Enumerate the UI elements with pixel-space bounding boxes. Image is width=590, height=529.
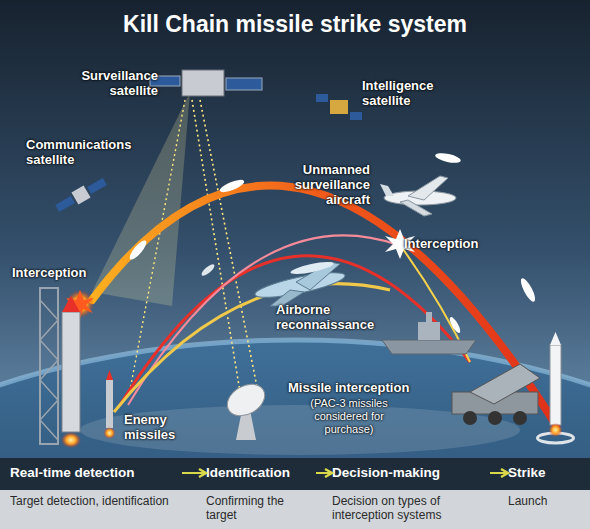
callout-label: Interception <box>12 265 104 280</box>
stage-arrow <box>490 472 508 474</box>
callout-label: Surveillance satellite <box>58 68 158 98</box>
ship-bridge <box>418 322 440 340</box>
stage-arrow <box>182 472 206 474</box>
missile-flame <box>549 423 563 437</box>
solar-panel <box>55 196 75 212</box>
wheel <box>513 411 527 425</box>
missile <box>127 238 149 262</box>
callout-label: Unmanned surveillance aircraft <box>266 162 370 207</box>
stage-description: Decision on types of interception system… <box>332 494 490 522</box>
data-link <box>200 100 258 392</box>
stage-box: Decision-makingDecision on types of inte… <box>332 458 490 529</box>
rocket <box>62 312 80 432</box>
stage-description: Target detection, identification <box>10 494 182 508</box>
strike-trajectory <box>92 186 556 425</box>
missile-flame <box>104 427 116 439</box>
stage-heading: Decision-making <box>332 464 440 482</box>
callout-label: Missile interception <box>288 380 438 395</box>
solar-panel <box>316 94 328 102</box>
solar-panel <box>87 178 107 194</box>
missile <box>218 177 245 194</box>
earth <box>0 340 590 529</box>
stage-box: IdentificationConfirming the target <box>206 458 316 529</box>
radar-dish <box>222 378 271 422</box>
stage-arrow <box>316 472 332 474</box>
solar-panel <box>350 112 362 120</box>
ship-mast <box>426 312 432 322</box>
callout-label: Enemy missiles <box>124 412 196 442</box>
solar-panel <box>226 78 262 90</box>
launch-tower <box>40 288 58 444</box>
enemy-missile <box>106 380 113 428</box>
tower-lattice <box>40 300 58 440</box>
radar-dome <box>290 260 335 277</box>
enemy-trajectory <box>120 256 470 405</box>
stage-box: Real-time detectionTarget detection, ide… <box>10 458 182 529</box>
callout-label: Intelligence satellite <box>362 78 462 108</box>
missile-nose <box>106 370 113 380</box>
horizon-glow <box>0 340 590 529</box>
drone-wing <box>400 200 432 216</box>
missile <box>518 277 537 304</box>
stage-heading: Identification <box>206 464 290 482</box>
wheel <box>488 411 502 425</box>
rocket-nose <box>62 296 80 312</box>
stage-description: Launch <box>508 494 586 508</box>
title: Kill Chain missile strike system <box>0 10 590 38</box>
ship <box>382 340 476 354</box>
callout-label: (PAC-3 missiles considered for purchase) <box>290 397 408 436</box>
description-band <box>0 490 590 529</box>
callout-label: Interception <box>404 236 496 251</box>
data-link <box>192 100 240 392</box>
missile <box>200 263 216 278</box>
satellite-body <box>71 185 90 204</box>
satellite-body <box>182 70 224 96</box>
stage-heading: Real-time detection <box>10 464 135 482</box>
strike-missile <box>550 345 561 425</box>
drone-tail <box>380 184 394 196</box>
sensor-beam <box>92 92 190 306</box>
drone-wing <box>408 176 448 200</box>
stage-box: StrikeLaunch <box>508 458 586 529</box>
stage-heading: Strike <box>508 464 546 482</box>
stage-band <box>0 458 590 490</box>
satellite-body <box>330 100 348 114</box>
enemy-trajectory <box>128 235 398 405</box>
wheel <box>463 411 477 425</box>
rocket-flame <box>61 432 81 448</box>
missile <box>448 316 462 335</box>
missile <box>434 151 461 164</box>
launcher-canister <box>470 364 540 404</box>
missile-nose <box>550 332 561 345</box>
stage-description: Confirming the target <box>206 494 316 522</box>
callout-label: Airborne reconnaissance <box>276 302 396 332</box>
callout-label: Communications satellite <box>26 137 148 167</box>
